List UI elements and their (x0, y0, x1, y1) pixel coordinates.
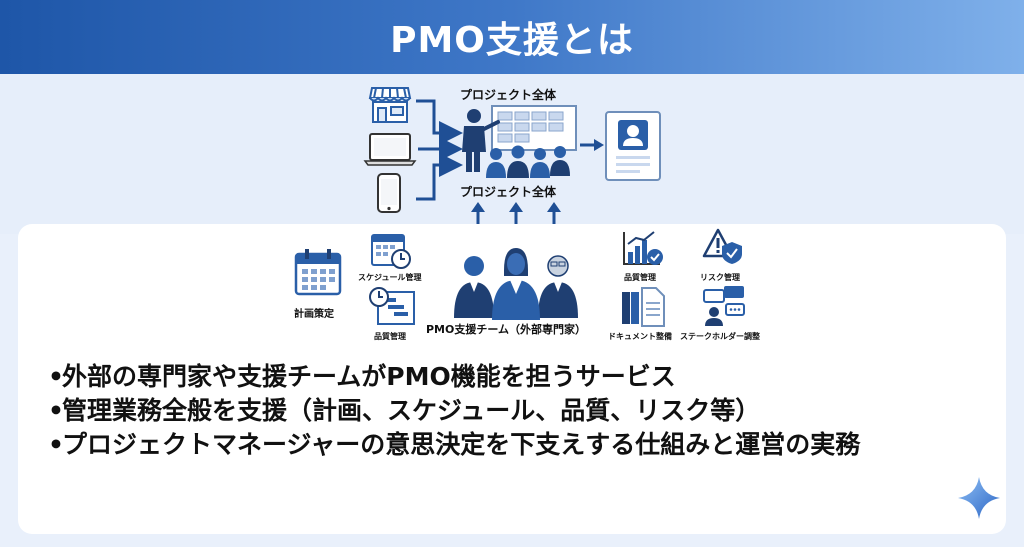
risk-label: リスク管理 (700, 273, 740, 282)
project-label-bottom: プロジェクト全体 (460, 185, 557, 199)
risk-warning-icon (702, 228, 742, 264)
bullet-text: 管理業務全般を支援（計画、スケジュール、品質、リスク等） (62, 396, 761, 425)
left-quality-label: 品質管理 (374, 332, 406, 341)
laptop-icon (363, 133, 417, 166)
stakeholder-label: ステークホルダー調整 (680, 332, 760, 341)
bullet-marker: • (48, 396, 64, 425)
bullet-marker: • (48, 430, 64, 459)
schedule-icon (371, 234, 411, 269)
bullet-item: • 管理業務全般を支援（計画、スケジュール、品質、リスク等） (48, 394, 968, 428)
profile-document-icon (605, 111, 661, 181)
quality-chart-icon (623, 231, 663, 265)
project-team-icon (462, 105, 577, 178)
gantt-clock-icon (369, 287, 415, 325)
title-banner: PMO支援とは (0, 0, 1024, 74)
bullet-marker: • (48, 362, 64, 391)
project-label-top: プロジェクト全体 (460, 88, 557, 102)
stakeholder-chat-icon (703, 286, 745, 326)
bullet-text: プロジェクトマネージャーの意思決定を下支えする仕組みと運営の実務 (62, 430, 861, 459)
bullet-item: • プロジェクトマネージャーの意思決定を下支えする仕組みと運営の実務 (48, 428, 968, 462)
bullet-text: 外部の専門家や支援チームがPMO機能を担うサービス (62, 362, 676, 391)
documents-icon (622, 287, 665, 327)
team-label: PMO支援チーム（外部専門家） (426, 323, 587, 336)
sparkle-icon (958, 477, 1000, 519)
input-arrows (416, 99, 463, 201)
right-quality-label: 品質管理 (624, 273, 656, 282)
bullet-list: • 外部の専門家や支援チームがPMO機能を担うサービス • 管理業務全般を支援（… (48, 360, 968, 462)
docs-label: ドキュメント整備 (608, 332, 672, 341)
plan-label: 計画策定 (294, 309, 334, 320)
output-arrow (580, 139, 604, 151)
pmo-team-icon (454, 248, 578, 320)
smartphone-icon (377, 173, 401, 213)
page-title: PMO支援とは (390, 20, 634, 61)
calendar-icon (294, 249, 342, 296)
bullet-item: • 外部の専門家や支援チームがPMO機能を担うサービス (48, 360, 968, 394)
schedule-label: スケジュール管理 (358, 273, 422, 282)
store-icon (368, 87, 412, 123)
